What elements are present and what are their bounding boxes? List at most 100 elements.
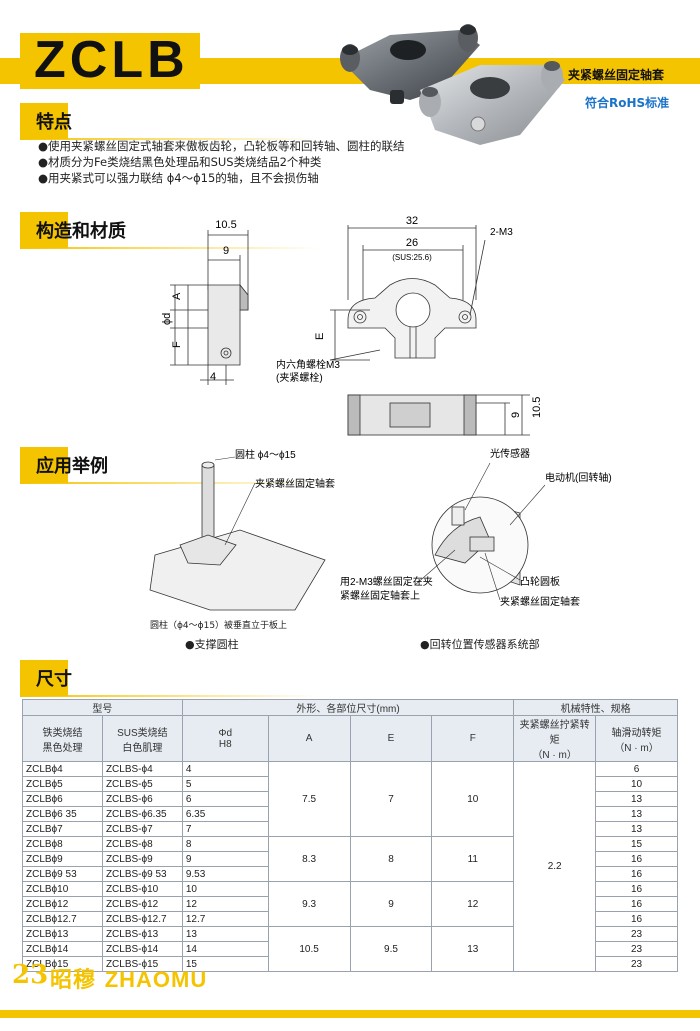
app-note: 圆柱（ϕ4～ϕ15）被垂直立于板上 [150, 621, 288, 631]
table-cell: ZCLBϕ14 [22, 941, 103, 957]
app-label: 凸轮圆板 [520, 575, 560, 588]
app-label: 圆柱 ϕ4～ϕ15 [235, 448, 296, 461]
app-label: 电动机(回转轴) [545, 471, 612, 484]
table-cell: 23 [595, 956, 678, 972]
app-label: 夹紧螺丝固定轴套 [255, 477, 335, 490]
app-caption: ●支撑圆柱 [185, 638, 239, 651]
table-cell: 13 [181, 926, 269, 942]
dim-label: E [314, 333, 326, 340]
table-cell: 16 [595, 911, 678, 927]
table-cell: 4 [181, 761, 269, 777]
table-cell: 8 [181, 836, 269, 852]
table-cell: 10 [431, 761, 515, 837]
app-label: 夹紧螺丝固定轴套 [500, 595, 580, 608]
dim-label: (SUS:25.6) [392, 253, 432, 262]
th-slip: 轴滑动转矩（N · m） [595, 715, 678, 762]
table-cell: 11 [431, 836, 515, 882]
app-label: 用2-M3螺丝固定在夹 [340, 575, 433, 588]
dim-label: 10.5 [215, 219, 236, 231]
dim-label: ϕd [161, 313, 173, 325]
brand-logo: 昭穆 ZHAOMU [50, 967, 208, 993]
table-cell: ZCLBS-ϕ15 [101, 956, 183, 972]
table-cell: 8 [349, 836, 433, 882]
table-cell: 12.7 [181, 911, 269, 927]
dim-label: 2-M3 [490, 227, 513, 238]
header-subtitle: 夹紧螺丝固定轴套 [568, 68, 665, 82]
table-cell: 2.2 [513, 761, 597, 972]
table-cell: 16 [595, 866, 678, 882]
table-cell: ZCLBϕ12.7 [22, 911, 103, 927]
header-title-box [20, 33, 200, 89]
table-cell: ZCLBS-ϕ9 [101, 851, 183, 867]
table-cell: ZCLBϕ10 [22, 881, 103, 897]
table-cell: ZCLBS-ϕ12.7 [101, 911, 183, 927]
th-shape: 外形、各部位尺寸(mm) [181, 699, 515, 716]
application-left-drawing: 圆柱 ϕ4～ϕ15 夹紧螺丝固定轴套 [149, 448, 335, 611]
table-cell: 12 [431, 881, 515, 927]
dim-label: 内六角螺栓M3 [276, 358, 340, 371]
rohs-label: 符合RoHS标准 [585, 96, 670, 110]
structure-drawing: 10.5 9 A ϕd F 4 32 26 (SUS:25.6) 2-M3 E … [161, 215, 543, 436]
section-title-features: 特点 [20, 103, 180, 139]
table-cell: ZCLBϕ6 35 [22, 806, 103, 822]
table-cell: 9.5 [349, 926, 433, 972]
table-cell: 10.5 [267, 926, 351, 972]
table-cell: ZCLBS-ϕ5 [101, 776, 183, 792]
table-cell: 5 [181, 776, 269, 792]
table-cell: 9 [181, 851, 269, 867]
table-cell: 12 [181, 896, 269, 912]
app-label: 光传感器 [490, 447, 530, 460]
table-cell: ZCLBϕ15 [22, 956, 103, 972]
table-cell: ZCLBS-ϕ13 [101, 926, 183, 942]
table-cell: 13 [595, 806, 678, 822]
feature-item: ●用夹紧式可以强力联结 ϕ4～ϕ15的轴，且不会损伤轴 [38, 171, 319, 185]
table-cell: ZCLBϕ8 [22, 836, 103, 852]
application-right-drawing: 光传感器 电动机(回转轴) 用2-M3螺丝固定在夹 紧螺丝固定轴套上 凸轮圆板 … [340, 447, 612, 608]
section-title-structure: 构造和材质 [20, 212, 180, 248]
table-cell: ZCLBS-ϕ10 [101, 881, 183, 897]
table-cell: ZCLBϕ9 [22, 851, 103, 867]
table-cell: 7 [181, 821, 269, 837]
dim-label: A [171, 292, 183, 300]
th-model: 型号 [22, 699, 183, 716]
dim-label: (夹紧螺栓) [276, 371, 323, 384]
table-cell: 14 [181, 941, 269, 957]
table-cell: 9 [349, 881, 433, 927]
table-cell: 23 [595, 926, 678, 942]
table-cell: ZCLBϕ12 [22, 896, 103, 912]
dimensions-table: 型号 外形、各部位尺寸(mm) 机械特性、规格 铁类烧结黑色处理 SUS类烧结白… [22, 699, 678, 972]
th-sus: SUS类烧结白色肌理 [101, 715, 183, 762]
app-label: 紧螺丝固定轴套上 [340, 589, 420, 602]
table-cell: 13 [431, 926, 515, 972]
table-cell: ZCLBS-ϕ14 [101, 941, 183, 957]
table-cell: 16 [595, 896, 678, 912]
table-cell: 9.3 [267, 881, 351, 927]
table-cell: 15 [595, 836, 678, 852]
features-list: ●使用夹紧螺丝固定式轴套来傲板齿轮，凸轮板等和回转轴、圆柱的联结 ●材质分为Fe… [38, 138, 598, 186]
table-cell: 13 [595, 791, 678, 807]
th-mech: 机械特性、规格 [513, 699, 678, 716]
th-f: F [431, 715, 515, 762]
section-divider [20, 695, 320, 697]
table-cell: ZCLBϕ5 [22, 776, 103, 792]
section-divider [20, 482, 320, 484]
table-cell: ZCLBϕ9 53 [22, 866, 103, 882]
table-cell: 6 [181, 791, 269, 807]
table-cell: ZCLBS-ϕ6 [101, 791, 183, 807]
table-cell: 10 [181, 881, 269, 897]
table-cell: ZCLBS-ϕ6.35 [101, 806, 183, 822]
dim-label: 4 [210, 371, 216, 383]
table-cell: ZCLBS-ϕ9 53 [101, 866, 183, 882]
table-cell: 8.3 [267, 836, 351, 882]
table-cell: 13 [595, 821, 678, 837]
feature-item: ●使用夹紧螺丝固定式轴套来傲板齿轮，凸轮板等和回转轴、圆柱的联结 [38, 139, 405, 153]
table-cell: 6 [595, 761, 678, 777]
